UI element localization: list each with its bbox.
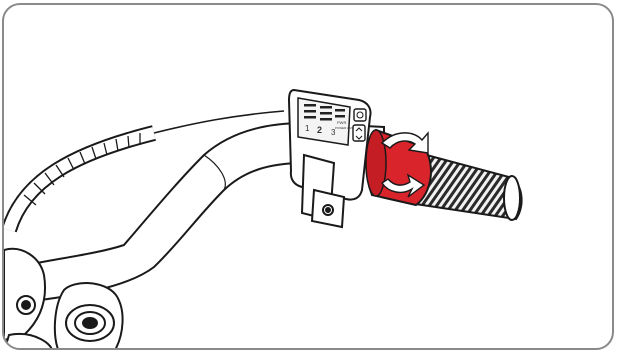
handle-grip	[407, 151, 523, 221]
handlebar-illustration: 1 2 3 PWR POWER ASSIST	[4, 88, 523, 348]
mode-button[interactable]	[352, 124, 366, 142]
brake-cable	[153, 110, 285, 134]
gear-level-1: 1	[305, 124, 310, 133]
rotation-arrow-icon	[380, 131, 429, 198]
assist-label: POWER ASSIST	[335, 126, 358, 130]
gear-level-3: 3	[331, 128, 336, 137]
stem-headset	[4, 247, 124, 348]
gear-level-2: 2	[317, 125, 322, 135]
lcd-display: 1 2 3 PWR POWER ASSIST	[297, 97, 358, 146]
cable-coil	[4, 125, 156, 233]
illustration-frame: 1 2 3 PWR POWER ASSIST	[2, 3, 614, 350]
mode-label: PWR	[337, 120, 346, 125]
power-button[interactable]	[353, 108, 367, 122]
speed-digits	[304, 104, 345, 121]
